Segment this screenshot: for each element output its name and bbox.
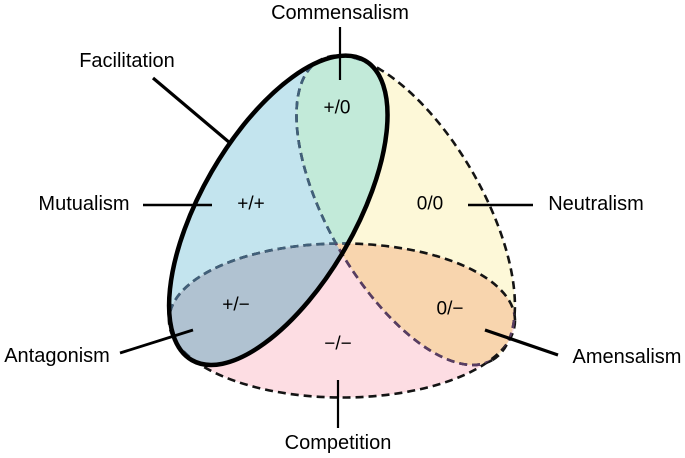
label-competition: Competition [284, 432, 392, 454]
antagonism-pointer-line [119, 328, 194, 355]
symbol-antagonism: +/− [222, 294, 250, 316]
symbol-amensalism: 0/− [436, 298, 464, 320]
antagonism-overlap-fill [169, 243, 388, 365]
label-amensalism: Amensalism [572, 346, 682, 368]
symbol-mutualism: +/+ [237, 193, 265, 215]
facilitation-ellipse-outline [166, 53, 390, 368]
label-mutualism: Mutualism [38, 193, 130, 215]
label-facilitation: Facilitation [79, 50, 175, 72]
facilitation-pointer-line [151, 76, 232, 145]
symbol-commensalism: +/0 [323, 97, 351, 119]
label-antagonism: Antagonism [4, 345, 110, 367]
label-commensalism: Commensalism [271, 2, 409, 24]
amensalism-overlap-fill [296, 243, 515, 365]
amensalism-pointer-line [484, 328, 559, 357]
label-neutralism: Neutralism [548, 193, 644, 215]
symbol-neutralism: 0/0 [416, 193, 444, 215]
symbol-competition: −/− [324, 333, 352, 355]
